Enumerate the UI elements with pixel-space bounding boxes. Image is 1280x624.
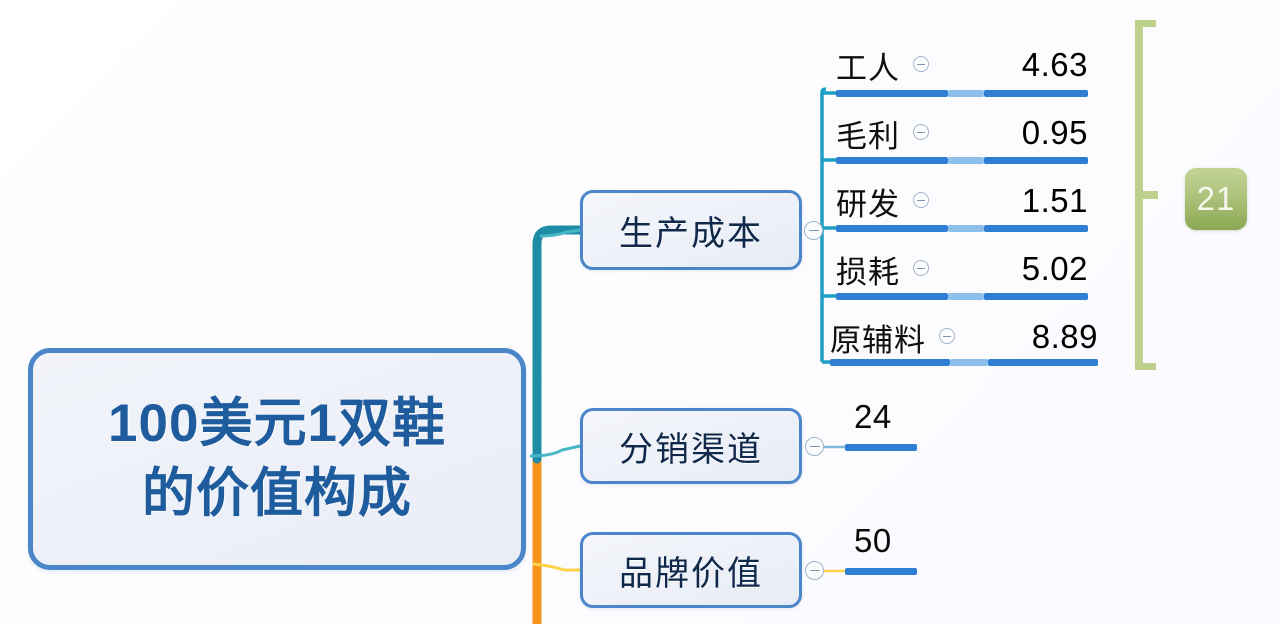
leaf-toggle-slot (900, 192, 944, 210)
leaf-label: 原辅料 (830, 322, 926, 358)
leaf-toggle-slot (900, 56, 944, 74)
summary-bracket (1135, 20, 1158, 370)
collapse-minus-icon[interactable] (913, 192, 929, 208)
summary-badge-label: 21 (1196, 180, 1236, 217)
leaf-value: 5.02 (1021, 250, 1088, 287)
leaf-value: 1.51 (1021, 182, 1088, 219)
leaf-toggle-slot (926, 328, 970, 346)
spine-corner-top (820, 87, 827, 94)
summary-badge[interactable]: 21 (1185, 168, 1247, 230)
wire-production (539, 228, 583, 238)
leaf-label: 损耗 (836, 254, 900, 290)
leaf-underline-bar (836, 225, 1088, 232)
root-node[interactable]: 100美元1双鞋 的价值构成 (28, 348, 526, 570)
collapse-minus-icon[interactable] (939, 328, 955, 344)
trunk-teal (532, 225, 585, 464)
leaf-value: 8.89 (1031, 318, 1098, 355)
collapse-minus-icon[interactable] (805, 561, 824, 580)
collapse-minus-icon[interactable] (805, 437, 824, 456)
leaf-value: 0.95 (1021, 114, 1088, 151)
leaf-row[interactable]: 工人 4.63 (836, 36, 1088, 94)
leaf-underline-bar (830, 359, 1098, 366)
leaf-row[interactable]: 毛利 0.95 (836, 104, 1088, 162)
root-title-line-1: 100美元1双鞋 (108, 394, 446, 454)
leaf-row[interactable]: 损耗 5.02 (836, 240, 1088, 298)
wire-channel (529, 444, 581, 458)
branch-label-channel: 分销渠道 (619, 430, 763, 469)
leaf-row[interactable]: 原辅料 8.89 (830, 308, 1098, 366)
leaf-underline-bar (836, 157, 1088, 164)
collapse-minus-icon[interactable] (913, 124, 929, 140)
collapse-minus-icon[interactable] (913, 56, 929, 72)
wire-brand (532, 562, 580, 572)
branch-value-channel: 24 (854, 398, 892, 435)
leaf-underline-bar (836, 90, 1088, 97)
branch-label-production: 生产成本 (619, 214, 763, 253)
leaf-underline-bar (836, 293, 1088, 300)
branch-label-brand: 品牌价值 (619, 554, 763, 593)
branch-underline-bar (845, 444, 917, 451)
leaf-toggle-slot (900, 260, 944, 278)
branch-node-channel[interactable]: 分销渠道 (580, 408, 802, 484)
leaf-label: 研发 (836, 186, 900, 222)
branch-value-brand: 50 (854, 522, 892, 559)
root-title-line-2: 的价值构成 (142, 464, 412, 523)
leaf-label: 毛利 (836, 118, 900, 154)
collapse-minus-icon[interactable] (913, 260, 929, 276)
collapse-minus-icon[interactable] (804, 221, 823, 240)
leaf-toggle-slot (900, 124, 944, 142)
leaf-label: 工人 (836, 50, 900, 86)
branch-node-brand[interactable]: 品牌价值 (580, 532, 802, 608)
leaf-row[interactable]: 研发 1.51 (836, 172, 1088, 230)
branch-underline-bar (845, 568, 917, 575)
branch-node-production[interactable]: 生产成本 (580, 190, 802, 270)
leaf-value: 4.63 (1021, 46, 1088, 83)
